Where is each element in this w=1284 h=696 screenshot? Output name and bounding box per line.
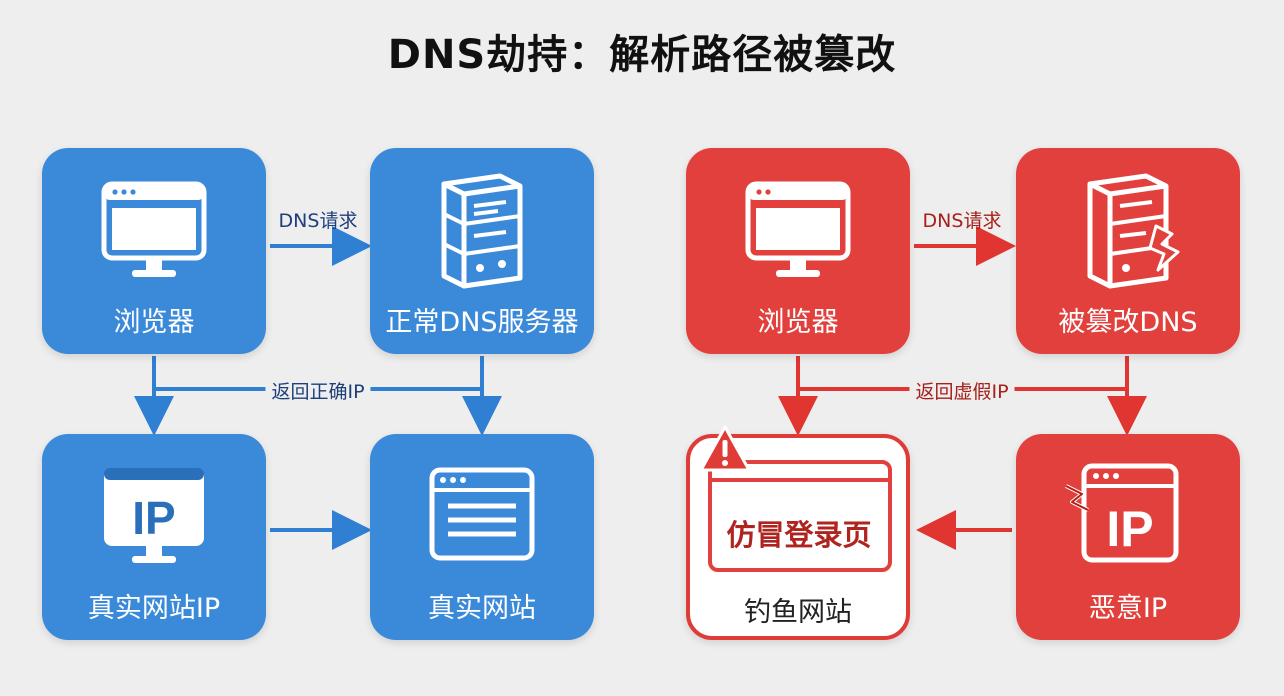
diagram-title: DNS劫持：解析路径被篡改 (387, 32, 897, 78)
fake-login-page-text: 仿冒登录页 (726, 518, 872, 552)
node-label-malicious-ip: 恶意IP (1088, 593, 1168, 624)
node-real-site: 真实网站 (370, 434, 594, 640)
node-label-real-site: 真实网站 (428, 593, 536, 624)
ip-icon-text: IP (132, 492, 175, 544)
node-tampered-dns: 被篡改DNS (1016, 148, 1240, 354)
ip-monitor-icon: IP (104, 468, 204, 563)
edge-label-return-fake-ip: 返回虚假IP (909, 377, 1015, 404)
node-label-hijack-browser: 浏览器 (757, 307, 839, 338)
broken-lightning-icon (1065, 484, 1089, 512)
website-page-icon (429, 467, 535, 561)
node-label-phishing-site: 钓鱼网站 (744, 597, 852, 628)
node-phishing-site: 仿冒登录页 钓鱼网站 (686, 425, 910, 640)
node-hijack-browser: 浏览器 (686, 148, 910, 354)
warning-triangle-icon (699, 425, 751, 472)
browser-window-icon (101, 181, 207, 277)
browser-window-icon (745, 181, 851, 277)
broken-lightning-icon (1148, 224, 1180, 272)
node-label-real-ip: 真实网站IP (87, 593, 221, 624)
ip-monitor-icon: IP (1065, 463, 1179, 563)
malicious-ip-icon-text: IP (1106, 501, 1153, 557)
node-label-normal-dns: 正常DNS服务器 (385, 307, 579, 338)
server-rack-icon (441, 173, 523, 289)
edge-label-hijack-dns-request: DNS请求 (922, 210, 1002, 232)
website-page-icon (708, 460, 892, 572)
server-rack-icon (1087, 173, 1180, 289)
node-label-browser: 浏览器 (113, 307, 195, 338)
edge-label-dns-request: DNS请求 (278, 210, 358, 232)
node-label-tampered-dns: 被篡改DNS (1058, 307, 1198, 338)
edge-label-return-correct-ip: 返回正确IP (265, 377, 371, 404)
node-real-ip: IP 真实网站IP (42, 434, 266, 640)
node-browser: 浏览器 (42, 148, 266, 354)
node-malicious-ip: IP 恶意IP (1016, 434, 1240, 640)
node-normal-dns-server: 正常DNS服务器 (370, 148, 594, 354)
